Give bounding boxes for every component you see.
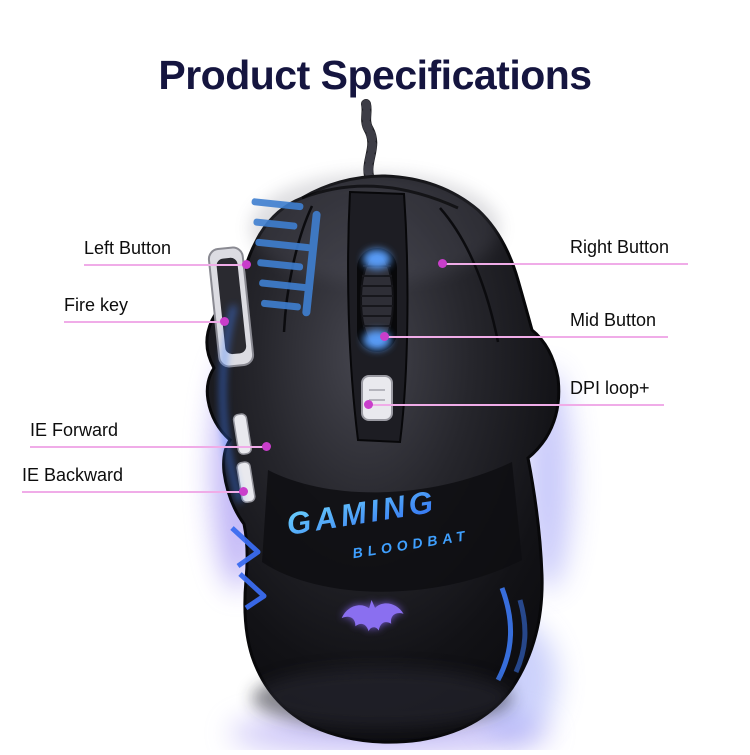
led-stripe-pattern <box>251 198 321 317</box>
callout-label-ie-backward: IE Backward <box>22 465 124 485</box>
callout-line-mid-button <box>385 336 668 338</box>
callout-line-dpi-loop <box>369 404 664 406</box>
callout-dot-ie-forward <box>262 442 271 451</box>
callout-dot-left-button <box>242 260 251 269</box>
left-led-strip <box>220 305 242 503</box>
callout-label-left-button: Left Button <box>84 238 172 258</box>
usb-cable <box>361 99 378 187</box>
callout-line-right-button <box>443 263 688 265</box>
mouse-body <box>205 174 561 744</box>
wheel-led-top <box>363 249 391 269</box>
callout-dot-dpi-loop <box>364 400 373 409</box>
callout-dot-right-button <box>438 259 447 268</box>
page-title: Product Specifications <box>158 52 592 98</box>
callout-line-left-button <box>84 264 247 266</box>
branding-band <box>262 462 522 592</box>
callout-label-fire-key: Fire key <box>64 295 129 315</box>
callout-line-ie-forward <box>30 446 267 448</box>
callout-label-ie-forward: IE Forward <box>30 420 119 440</box>
scroll-wheel <box>357 248 397 352</box>
callout-line-ie-backward <box>22 491 244 493</box>
callout-dot-ie-backward <box>239 487 248 496</box>
fire-key <box>207 246 255 368</box>
callout-dot-mid-button <box>380 332 389 341</box>
callout-label-right-button: Right Button <box>570 237 670 257</box>
front-lip <box>301 184 459 210</box>
callout-dot-fire-key <box>220 317 229 326</box>
callout-line-fire-key <box>64 321 224 323</box>
palm-sheen <box>252 668 512 728</box>
dpi-button <box>361 375 393 421</box>
right-led-strip <box>495 587 528 682</box>
right-button-seam <box>439 207 500 343</box>
zigzag-led <box>230 526 267 611</box>
callout-label-dpi-loop: DPI loop+ <box>570 378 650 398</box>
callout-label-mid-button: Mid Button <box>570 310 657 330</box>
bat-logo-icon <box>341 600 404 632</box>
ie-forward-button <box>232 413 252 455</box>
